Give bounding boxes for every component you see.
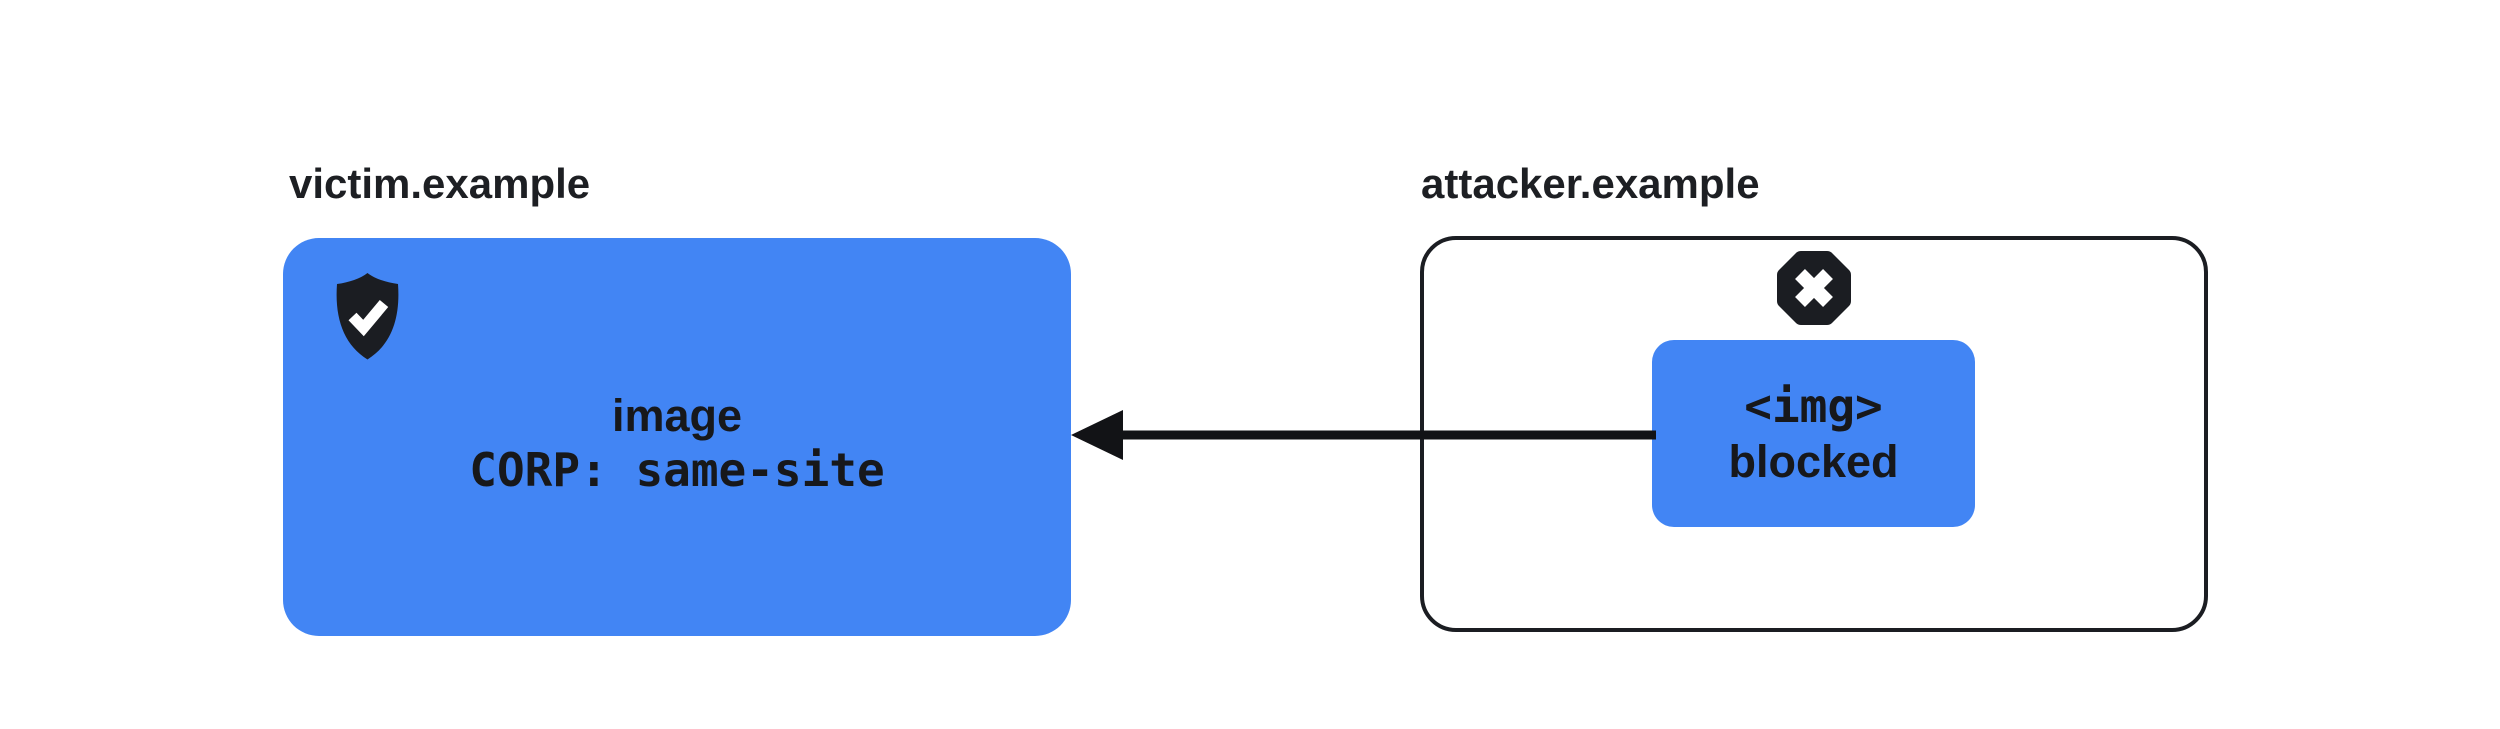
request-arrow [1071, 410, 1656, 460]
img-tag-text: <img> [1744, 378, 1883, 433]
victim-resource-name: image [611, 390, 743, 441]
victim-corp-header: CORP: same-site [469, 443, 885, 497]
blocked-text: blocked [1728, 435, 1899, 487]
octagon-x-icon [1777, 251, 1851, 325]
victim-site-label: victim.example [289, 160, 591, 207]
img-request-box: <img> blocked [1652, 340, 1975, 527]
shield-check-icon [336, 273, 399, 360]
attacker-site-label: attacker.example [1421, 160, 1760, 207]
victim-resource-box: image CORP: same-site [283, 238, 1071, 636]
